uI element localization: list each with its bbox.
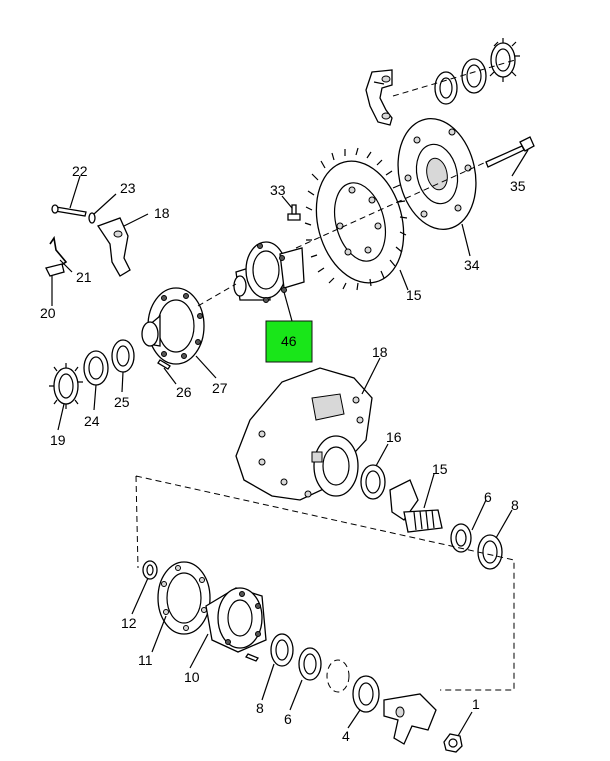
nut-1 xyxy=(443,733,463,753)
bearing-cone-6-bottom xyxy=(298,647,322,681)
callout-25[interactable]: 25 xyxy=(114,394,130,410)
callout-11[interactable]: 11 xyxy=(138,652,153,668)
callout-34[interactable]: 34 xyxy=(464,257,480,273)
bearing-cup-top-1 xyxy=(434,71,458,105)
callout-24[interactable]: 24 xyxy=(84,413,100,429)
lock-tab-20 xyxy=(45,263,65,277)
spacer-dashed xyxy=(326,659,350,693)
yoke xyxy=(383,693,437,745)
washer-23 xyxy=(88,212,96,224)
callout-26[interactable]: 26 xyxy=(176,384,192,400)
carrier-bolt xyxy=(485,136,535,168)
drive-pinion-15 xyxy=(389,479,443,533)
bearing-cap-top xyxy=(365,69,393,126)
callout-12[interactable]: 12 xyxy=(121,615,137,631)
ring-gear xyxy=(304,147,408,291)
differential-case-27 xyxy=(141,287,205,365)
callout-6-top[interactable]: 6 xyxy=(484,489,492,505)
bolt-22 xyxy=(51,204,87,217)
bearing-cone-top xyxy=(461,58,487,94)
carrier-housing xyxy=(235,367,373,501)
callout-10[interactable]: 10 xyxy=(184,669,200,685)
callout-6-bottom[interactable]: 6 xyxy=(284,711,292,727)
bearing-adjuster-top xyxy=(489,38,520,82)
lock-21 xyxy=(49,235,68,267)
oil-seal-4 xyxy=(352,675,380,713)
bearing-cup-8-bottom xyxy=(270,633,294,667)
callout-35[interactable]: 35 xyxy=(510,178,526,194)
callout-16[interactable]: 16 xyxy=(386,429,402,445)
pinion-cage-10 xyxy=(205,587,267,662)
adjuster-19 xyxy=(49,363,83,409)
bearing-cup-24 xyxy=(83,350,109,386)
oil-seal-16 xyxy=(360,464,386,500)
bolt-26 xyxy=(157,359,171,370)
callout-8-top[interactable]: 8 xyxy=(511,497,519,513)
callout-15-top[interactable]: 15 xyxy=(406,287,422,303)
bearing-cup-8-top xyxy=(477,534,503,570)
callout-20[interactable]: 20 xyxy=(40,305,56,321)
callout-1[interactable]: 1 xyxy=(472,696,480,712)
callout-18-left[interactable]: 18 xyxy=(154,205,170,221)
callout-22[interactable]: 22 xyxy=(72,163,88,179)
differential-case-half xyxy=(233,241,305,303)
bolt-33 xyxy=(287,204,301,221)
gasket-11 xyxy=(157,561,211,635)
callout-21[interactable]: 21 xyxy=(76,269,92,285)
callout-27[interactable]: 27 xyxy=(212,380,228,396)
callout-23[interactable]: 23 xyxy=(120,180,136,196)
callout-8-bottom[interactable]: 8 xyxy=(256,700,264,716)
washer-12 xyxy=(142,560,158,580)
bearing-cone-25 xyxy=(111,339,135,373)
carrier-flange-half xyxy=(397,118,477,230)
callout-33[interactable]: 33 xyxy=(270,182,286,198)
highlight-box-46[interactable] xyxy=(265,320,313,363)
bearing-cap-18 xyxy=(97,217,131,277)
callout-19[interactable]: 19 xyxy=(50,432,66,448)
leader-lines xyxy=(51,149,529,737)
callout-46[interactable]: 46 xyxy=(281,333,297,349)
bearing-cone-6-top xyxy=(450,523,472,553)
callout-15-pinion[interactable]: 15 xyxy=(432,461,448,477)
callout-4[interactable]: 4 xyxy=(342,728,350,744)
callout-18-housing[interactable]: 18 xyxy=(372,344,388,360)
